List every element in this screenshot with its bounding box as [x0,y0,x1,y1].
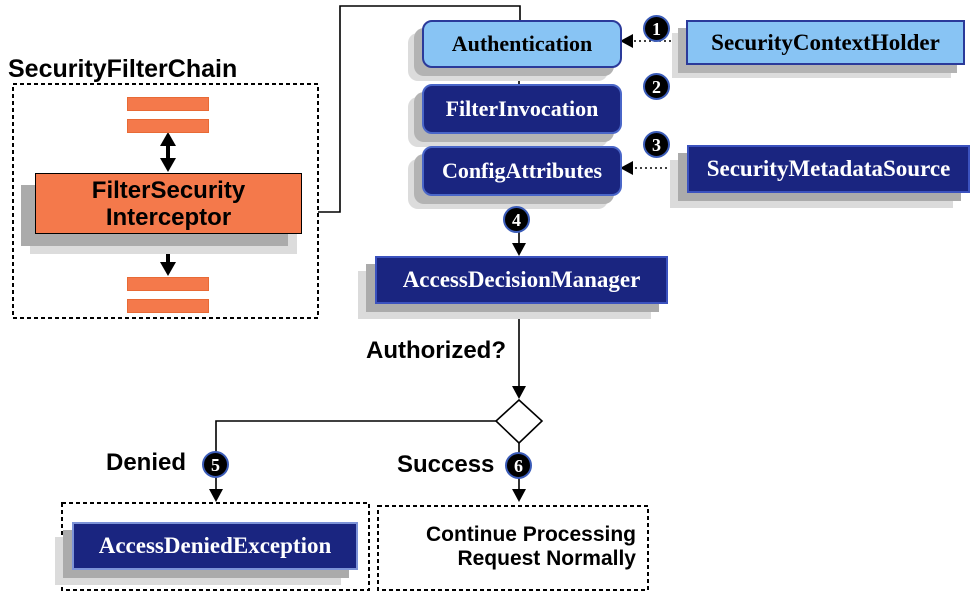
success-label: Success [397,451,495,478]
config-attributes-node: ConfigAttributes [422,146,622,196]
security-context-holder-node: SecurityContextHolder [686,20,965,65]
denied-label: Denied [106,449,187,476]
step-1-badge: 1 [643,15,670,42]
filter-bar [127,119,209,133]
continue-line2: Request Normally [457,547,636,570]
decision-diamond [494,398,544,445]
chain-to-authentication-connector [318,5,521,213]
success-dashed-border [377,505,649,591]
continue-processing-note: Continue Processing Request Normally [378,506,648,590]
fsi-label-line2: Interceptor [105,203,232,231]
authentication-node: Authentication [422,20,622,68]
access-decision-manager-node: AccessDecisionManager [375,256,668,304]
step-6-badge: 6 [505,452,532,479]
filter-chain-title: SecurityFilterChain [8,55,238,83]
continue-line1: Continue Processing [425,523,636,546]
step-5-badge: 5 [202,451,229,478]
denied-arrowhead-icon [209,489,223,502]
filter-bar [127,299,209,313]
step-3-badge: 3 [643,131,670,158]
filter-security-interceptor-node: FilterSecurity Interceptor [35,173,302,234]
security-metadata-source-node: SecurityMetadataSource [687,145,970,193]
authorized-label: Authorized? [366,337,506,364]
chain-upper-arrowhead-down-icon [160,158,176,172]
filter-bar [127,277,209,291]
denied-dashed-border [61,502,370,591]
filter-bar [127,97,209,111]
success-arrowhead-icon [512,489,526,502]
chain-upper-arrowhead-up-icon [160,132,176,146]
filter-chain-dashed-border [12,83,319,319]
filter-invocation-node: FilterInvocation [422,84,622,134]
adm-arrowhead-icon [512,243,526,256]
fsi-label-line1: FilterSecurity [91,176,246,204]
step-2-badge: 2 [643,73,670,100]
diamond-arrowhead-icon [512,386,526,399]
access-denied-exception-node: AccessDeniedException [72,522,358,570]
sms-arrowhead-icon [620,161,633,175]
chain-lower-arrowhead-down-icon [160,262,176,276]
chain-lower-arrowhead-up-icon [160,234,176,248]
step-4-badge: 4 [503,206,530,233]
sch-arrowhead-icon [620,34,633,48]
